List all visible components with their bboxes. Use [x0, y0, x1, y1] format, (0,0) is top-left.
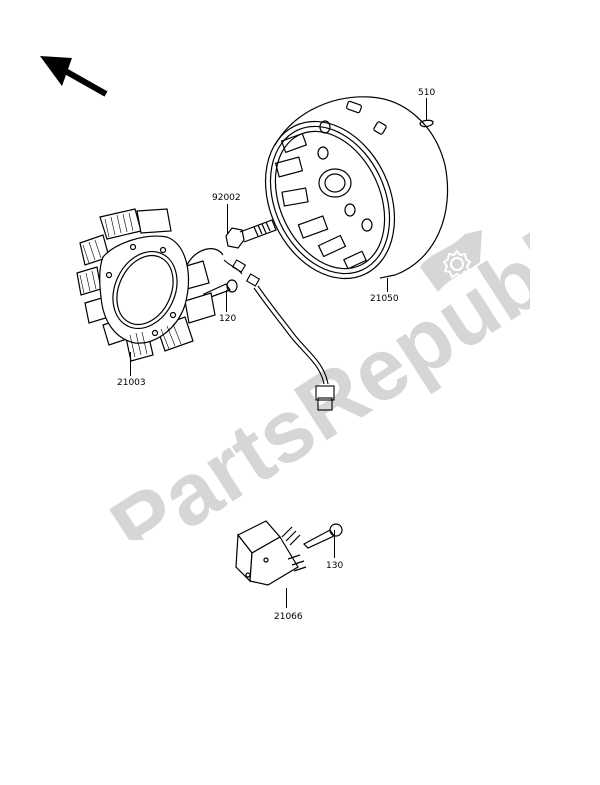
leader-line-130: [334, 530, 335, 558]
leader-line-510: [426, 98, 427, 120]
rotor-part: [264, 96, 449, 280]
key-part: [419, 119, 434, 128]
leader-line-21066: [286, 588, 287, 608]
gear-flag-icon: [420, 230, 482, 292]
part-label-92002[interactable]: 92002: [212, 193, 241, 203]
direction-arrow-icon: [40, 56, 108, 97]
regulator-part: [235, 520, 307, 586]
leader-line-120: [226, 290, 227, 312]
leader-line-21003: [130, 352, 131, 376]
part-label-21003[interactable]: 21003: [117, 378, 146, 388]
stator-part: [76, 208, 224, 362]
part-label-510[interactable]: 510: [418, 88, 436, 98]
part-label-120[interactable]: 120: [219, 314, 237, 324]
leader-line-92002: [227, 204, 228, 234]
part-label-21066[interactable]: 21066: [274, 612, 303, 622]
part-label-21050[interactable]: 21050: [370, 294, 399, 304]
bolt-130-part: [303, 523, 343, 549]
bolt-92002-part: [225, 219, 277, 249]
leader-line-21050: [387, 278, 388, 292]
wire-harness-part: [223, 259, 335, 411]
part-label-130[interactable]: 130: [326, 561, 344, 571]
